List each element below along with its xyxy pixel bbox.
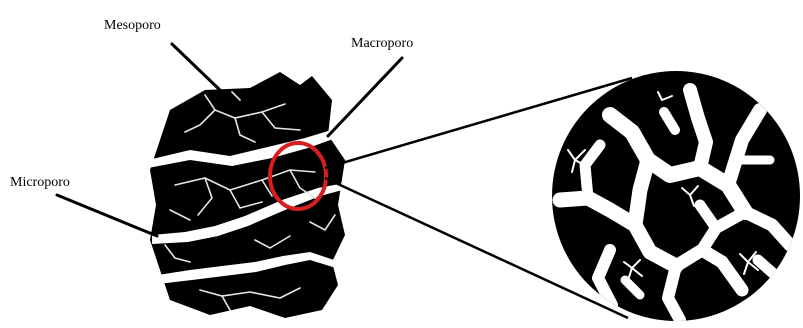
carbon-particle	[148, 72, 350, 318]
macroporo-leader	[328, 58, 402, 136]
label-mesoporo: Mesoporo	[104, 18, 161, 34]
label-microporo: Microporo	[10, 175, 70, 191]
label-macroporo: Macroporo	[351, 36, 413, 52]
microporo-leader	[57, 195, 157, 236]
mesoporo-leader	[172, 44, 222, 92]
magnified-view	[552, 71, 800, 321]
